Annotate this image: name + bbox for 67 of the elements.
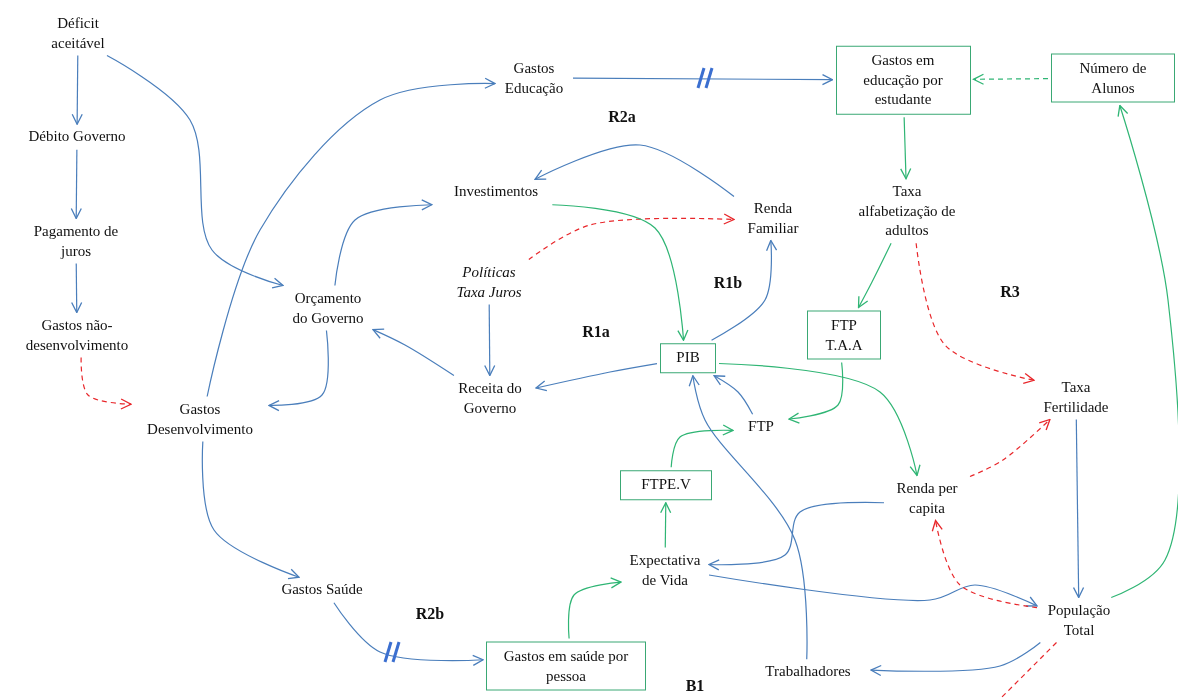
causal-arrow [534,144,735,198]
variable-text: Taxa alfabetização de adultos [857,181,957,241]
causal-arrow [333,602,484,666]
causal-arrow [713,375,754,415]
causal-arrow [900,116,912,180]
causal-arrow [710,239,778,341]
variable-text: Renda Familiar [737,198,809,238]
loop-label: R3 [1000,283,1020,301]
variable-text: Expectativa de Vida [624,550,706,590]
loop-label: R2a [608,108,636,126]
variable-box: FTP T.A.A [807,310,881,360]
variable-text: Políticas Taxa Juros [448,262,530,302]
causal-arrow [708,574,1038,607]
causal-arrow [567,577,622,640]
causal-arrow [1072,418,1085,599]
causal-arrow [201,440,300,580]
loop-label: R1a [582,323,610,341]
causal-arrow [718,362,921,477]
causal-arrow [708,501,885,571]
causal-arrow [870,641,1041,677]
variable-text: Trabalhadores [748,662,868,682]
loop-label: B1 [685,677,705,695]
causal-arrow [535,362,658,392]
variable-text: Gastos Saúde [262,580,382,600]
causal-arrow [688,375,808,660]
variable-text: FTP [736,417,786,437]
variable-box: Gastos em saúde por pessoa [486,641,646,691]
variable-text: Gastos não-desenvolvimento [12,315,142,355]
causal-arrow [969,418,1051,478]
causal-arrow [268,329,329,412]
causal-arrow [551,204,689,341]
causal-arrow [484,303,496,377]
causal-arrow [660,502,672,549]
causal-arrow [931,519,1038,609]
variable-box: FTPE.V [620,470,712,500]
causal-arrow [572,73,834,86]
causal-arrow [857,242,892,309]
variable-box: Gastos em educação por estudante [835,45,971,115]
causal-arrow [972,73,1049,85]
variable-text: Renda per capita [887,478,967,518]
variable-text: Gastos Desenvolvimento [134,399,266,439]
variable-text: Déficit aceitável [38,13,118,53]
causal-arrow [915,242,1035,384]
variable-text: Débito Governo [12,127,142,147]
variable-text: Investimentos [431,182,561,202]
causal-arrow [670,424,734,468]
variable-box: PIB [660,343,716,373]
causal-arrow [70,149,82,220]
variable-text: Pagamento de juros [33,221,119,261]
variable-text: População Total [1040,600,1118,640]
variable-text: Orçamento do Governo [286,288,370,328]
causal-arrow [1110,104,1178,599]
causal-arrow [106,54,284,289]
variable-text: Gastos Educação [498,58,570,98]
variable-text: Taxa Fertilidade [1037,377,1115,417]
loop-label: R2b [415,605,445,623]
causal-arrow [528,213,735,261]
variable-box: Número de Alunos [1051,53,1175,103]
loop-label: R1b [713,274,743,292]
causal-arrow [80,356,132,410]
causal-arrow [788,361,844,424]
causal-arrow [334,199,433,287]
causal-arrow [71,262,83,314]
causal-arrow [206,77,496,398]
variable-text: Receita do Governo [447,378,533,418]
causal-arrow [372,328,455,377]
causal-arrow [71,54,83,125]
